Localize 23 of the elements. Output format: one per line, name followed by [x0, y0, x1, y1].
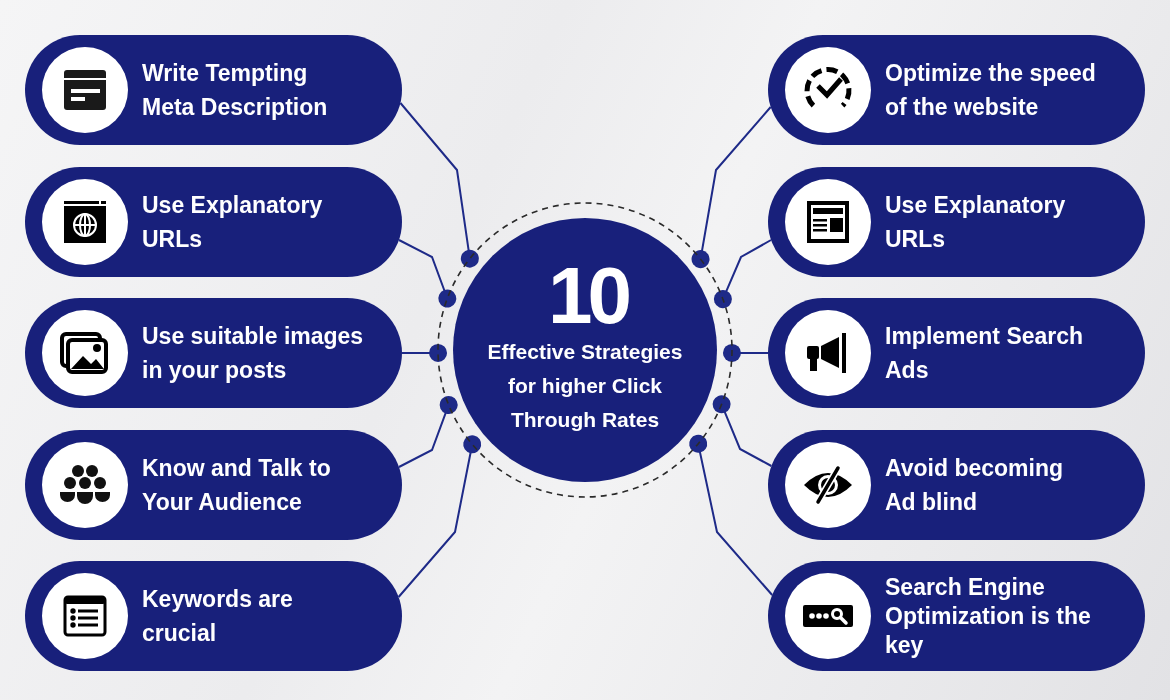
- connector-line: [397, 395, 458, 468]
- strategy-text: Avoid becoming Ad blind: [885, 454, 1065, 517]
- strategy-text: Know and Talk to Your Audience: [142, 454, 332, 517]
- strategy-text: Use suitable images in your posts: [142, 322, 365, 385]
- connector-line: [713, 239, 773, 309]
- hub-number: 10: [547, 263, 627, 329]
- strategy-text: Write Tempting Meta Description: [142, 59, 329, 122]
- connector-line: [712, 395, 773, 467]
- connector-line: [689, 434, 774, 596]
- connector-line: [399, 102, 479, 268]
- strategy-text: Use Explanatory URLs: [142, 191, 324, 254]
- strategy-text: Search Engine Optimization is the key: [885, 572, 1092, 660]
- strategy-text: Use Explanatory URLs: [885, 191, 1067, 254]
- hub-circle: [437, 202, 733, 498]
- strategy-text: Keywords are crucial: [142, 585, 294, 648]
- strategy-text: Optimize the speed of the website: [885, 59, 1097, 122]
- connector-line: [401, 343, 448, 362]
- connector-line: [722, 343, 769, 362]
- connector-line: [691, 106, 772, 269]
- connector-line: [397, 435, 482, 598]
- connector-line: [397, 239, 457, 308]
- strategy-text: Implement Search Ads: [885, 322, 1085, 385]
- hub-title: Effective Strategies for higher Click Through Rates: [486, 339, 684, 433]
